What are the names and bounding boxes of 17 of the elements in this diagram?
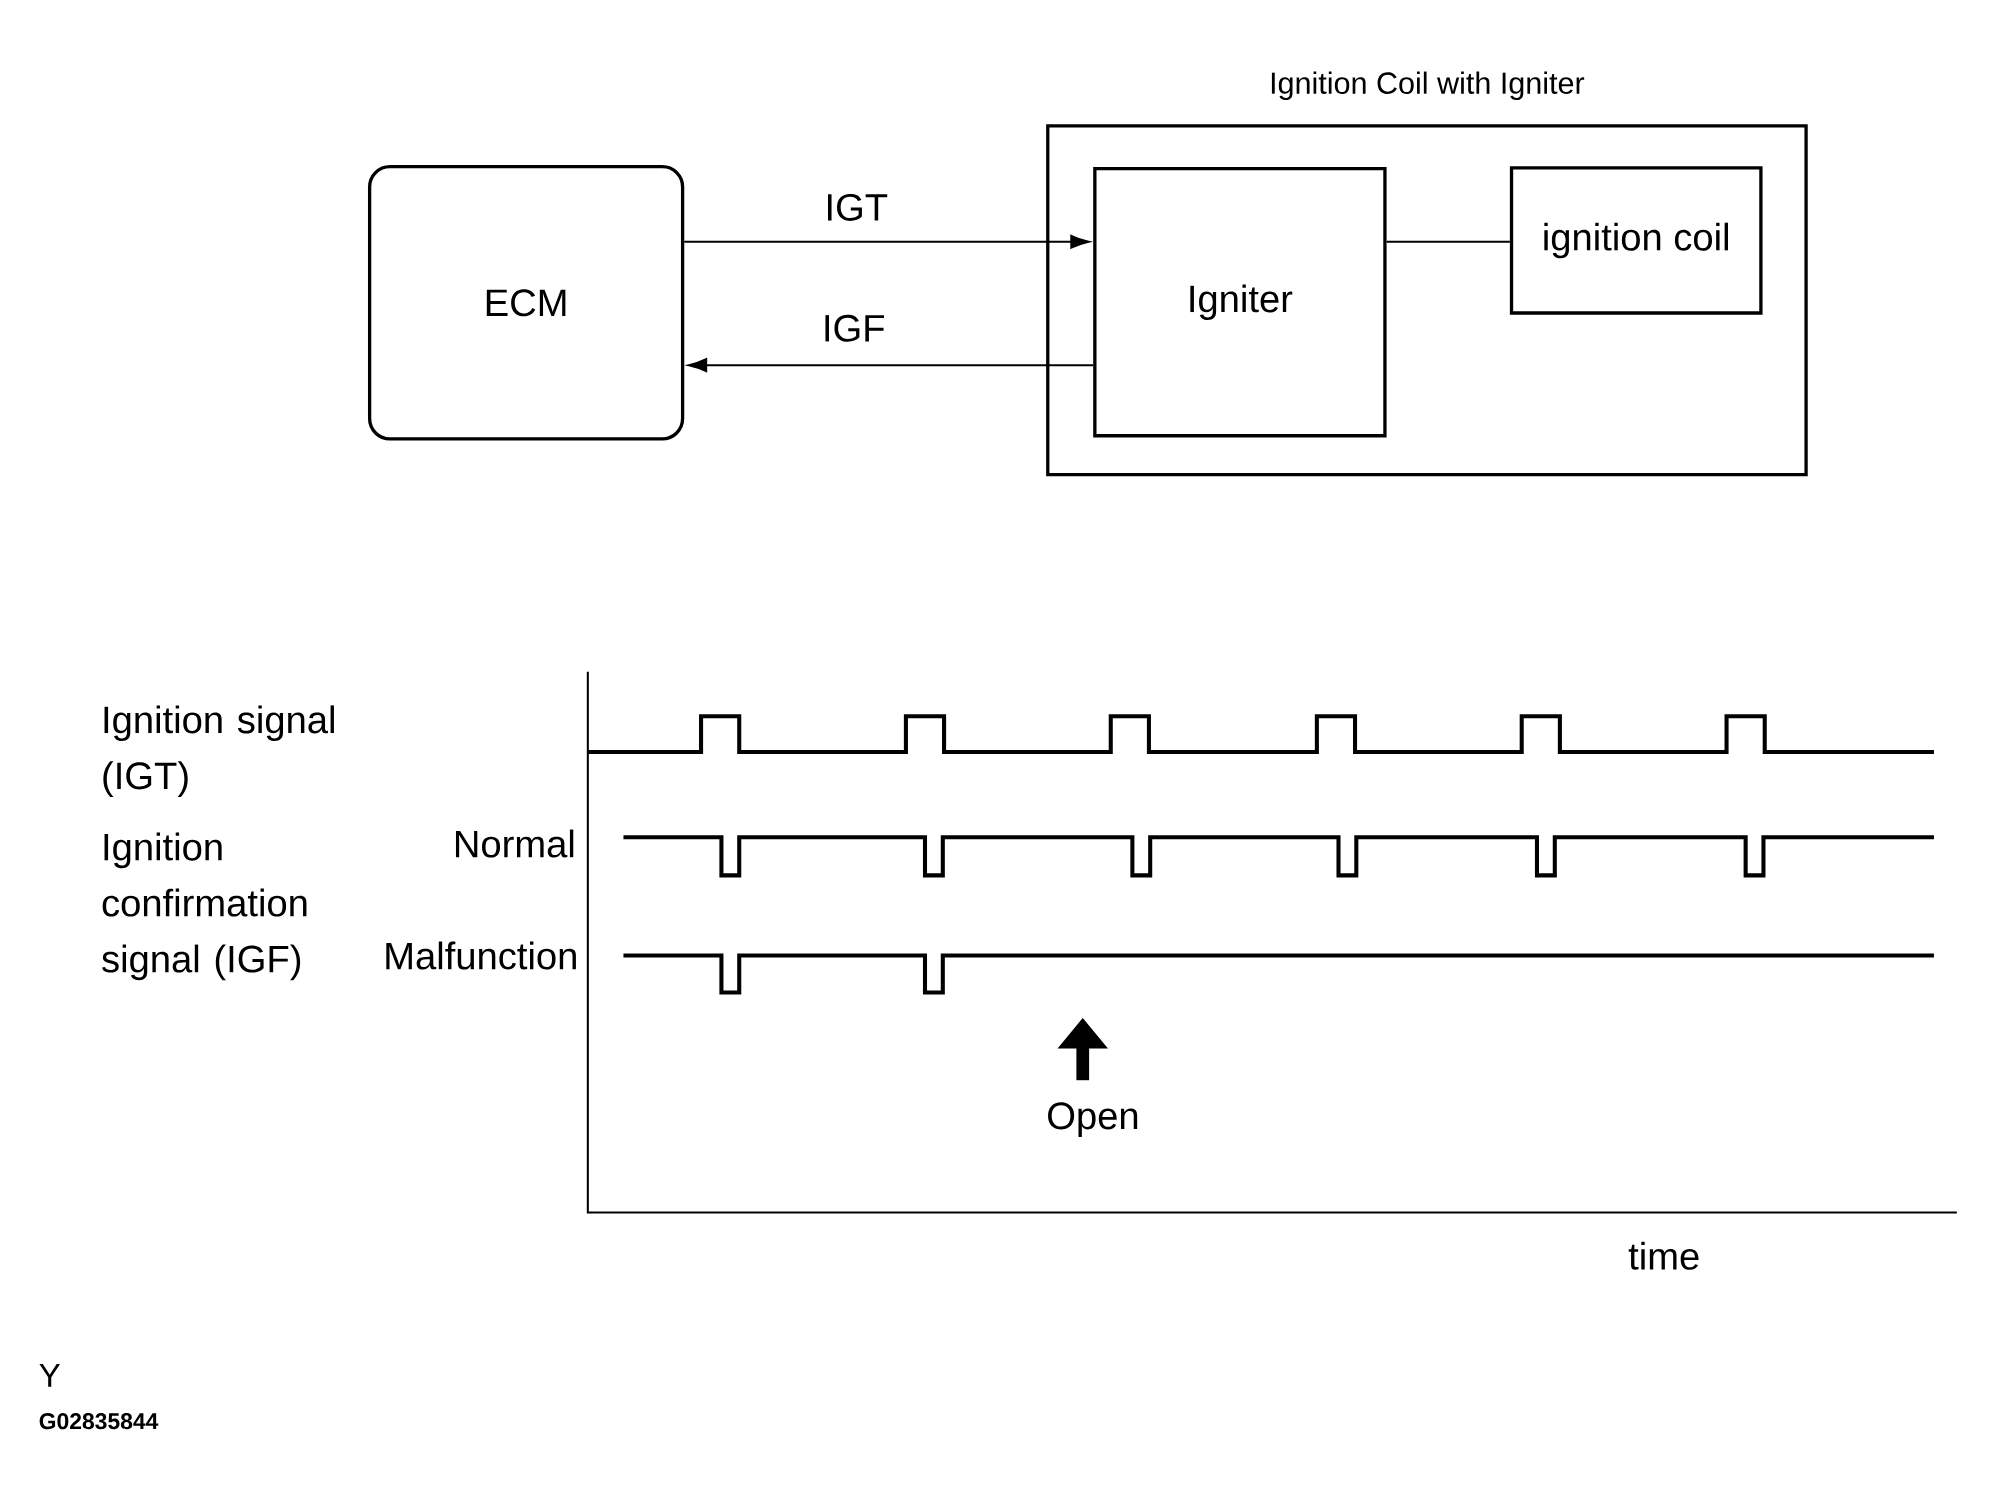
axis-label: Ignition signal (IGT) xyxy=(103,705,334,797)
axis-label: Ignition confirmation signal (IGF) xyxy=(102,832,307,980)
block-box: ignition coil xyxy=(1509,166,1763,315)
arrow-label: Open xyxy=(1048,1102,1138,1137)
connector-arrow xyxy=(684,234,1090,249)
note-text: Y xyxy=(39,1363,61,1387)
block-box: Igniter xyxy=(1093,166,1387,438)
trace-label: Malfunction xyxy=(386,941,576,970)
block-box: ECM xyxy=(367,164,685,441)
trace-label: Normal xyxy=(455,829,574,858)
edge-label: IGT xyxy=(821,191,891,224)
figure-code: G02835844 xyxy=(39,1412,159,1430)
edge-label: IGF xyxy=(819,312,889,345)
connector-arrow xyxy=(687,358,1094,372)
axis-label: time xyxy=(1628,1241,1699,1270)
box-heading: Ignition Coil with Igniter xyxy=(1271,71,1585,100)
group-box xyxy=(1046,124,1808,477)
